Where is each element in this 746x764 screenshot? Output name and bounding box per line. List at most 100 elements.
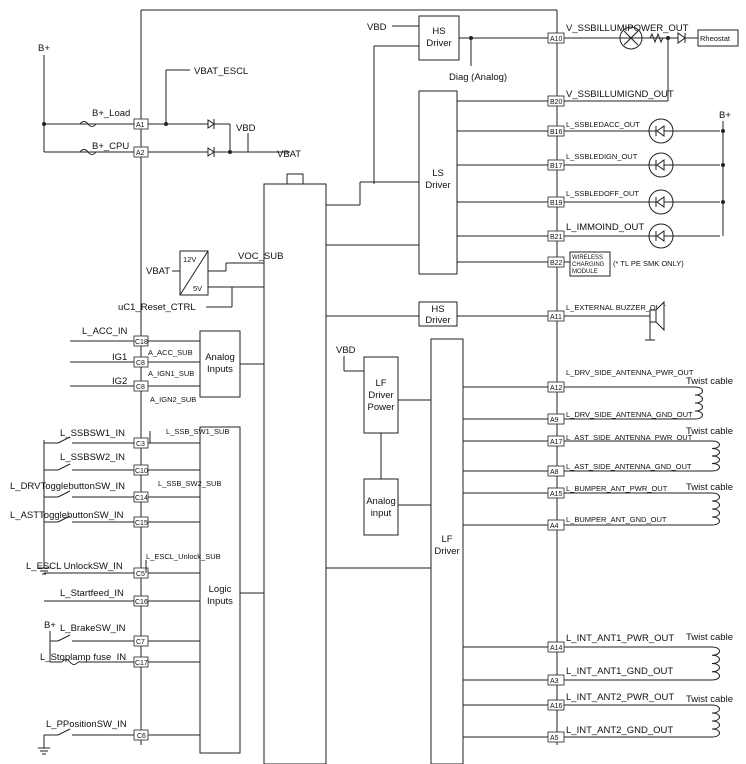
svg-text:L_DRVTogglebuttonSW_IN: L_DRVTogglebuttonSW_IN xyxy=(10,481,125,492)
svg-text:L_EXTERNAL BUZZER_OUT: L_EXTERNAL BUZZER_OUT xyxy=(566,303,666,312)
analog-inputs-block xyxy=(199,330,241,398)
analog-inputs-line1: Analog xyxy=(205,352,235,363)
row-stoplamp: L_Stoplamp fuse_IN C17 xyxy=(40,652,200,668)
buzzer-icon xyxy=(645,300,665,341)
lf-driver-power-block xyxy=(363,356,399,434)
row-ssbsw2: L_SSBSW2_IN C10 L_SSB_SW2_SUB xyxy=(44,452,221,488)
rheostat-box xyxy=(697,29,739,47)
row-startfeed: L_Startfeed_IN C16 xyxy=(44,588,200,607)
ign1-sub-label: A_IGN1_SUB xyxy=(148,369,194,378)
svg-text:L_INT_ANT1_PWR_OUT: L_INT_ANT1_PWR_OUT xyxy=(566,633,674,644)
vbat-bus-label: VBAT xyxy=(277,149,301,160)
illumination-section: Rheostat xyxy=(619,26,739,101)
internal-bus xyxy=(263,183,327,764)
vbat-reg-label: VBAT xyxy=(146,266,170,277)
svg-text:A8: A8 xyxy=(550,469,559,476)
svg-text:A15: A15 xyxy=(550,491,563,498)
lf-section: VBD LF Driver Power Analog input LF Driv… xyxy=(326,338,464,764)
svg-text:C7: C7 xyxy=(136,639,145,646)
svg-text:A12: A12 xyxy=(550,385,563,392)
logic-inputs-section: Logic Inputs xyxy=(38,426,264,754)
hs-driver-top-block xyxy=(418,15,460,61)
svg-text:L_PPositionSW_IN: L_PPositionSW_IN xyxy=(46,719,127,730)
svg-text:C17: C17 xyxy=(135,660,148,667)
svg-text:Twist cable: Twist cable xyxy=(686,694,733,705)
uc1-reset-label: uC1_Reset_CTRL xyxy=(118,302,196,313)
bus-fuse xyxy=(286,173,304,185)
svg-text:L_SSBLEDOFF_OUT: L_SSBLEDOFF_OUT xyxy=(566,189,639,198)
svg-text:L_ESCL UnlockSW_IN: L_ESCL UnlockSW_IN xyxy=(26,561,123,572)
svg-text:B19: B19 xyxy=(550,200,563,207)
svg-text:A9: A9 xyxy=(550,417,559,424)
svg-text:L_INT_ANT2_GND_OUT: L_INT_ANT2_GND_OUT xyxy=(566,725,673,736)
indicator-leds: B+ xyxy=(648,110,731,249)
svg-text:B22: B22 xyxy=(550,260,563,267)
svg-text:L_INT_ANT2_PWR_OUT: L_INT_ANT2_PWR_OUT xyxy=(566,692,674,703)
logic-inputs-line2: Inputs xyxy=(207,596,233,607)
b-plus-left-label: B+ xyxy=(38,43,50,54)
svg-text:A3: A3 xyxy=(550,678,559,685)
svg-text:Analog: Analog xyxy=(366,496,396,507)
ig1-label: IG1 xyxy=(112,352,127,363)
svg-text:V_SSBILLUMIPOWER_OUT: V_SSBILLUMIPOWER_OUT xyxy=(566,23,689,34)
logic-inputs-line1: Logic xyxy=(209,584,232,595)
row-pposition: L_PPositionSW_IN C6 xyxy=(38,719,200,755)
svg-text:A16: A16 xyxy=(550,703,563,710)
svg-text:Twist cable: Twist cable xyxy=(686,482,733,493)
pin-A1-label: A1 xyxy=(136,122,145,129)
ls-driver-section: LS Driver xyxy=(326,90,548,275)
svg-text:WIRELESS: WIRELESS xyxy=(572,255,603,261)
regulator-section: 12V 5V VBAT VOC_SUB uC1_Reset_CTRL xyxy=(118,250,283,313)
power-section: B+ B+_Load B+_CPU VBAT_ESCL VBD VBAT xyxy=(38,43,301,160)
svg-text:(* TL PE SMK ONLY): (* TL PE SMK ONLY) xyxy=(613,259,684,268)
svg-text:Driver: Driver xyxy=(426,38,451,49)
logic-inputs-block xyxy=(199,426,241,754)
acc-sub-label: A_ACC_SUB xyxy=(148,348,193,357)
svg-text:L_ESCL_Unlock_SUB: L_ESCL_Unlock_SUB xyxy=(146,552,221,561)
vbat-escl-label: VBAT_ESCL xyxy=(194,66,248,77)
svg-text:LS: LS xyxy=(432,168,444,179)
lf-driver-block xyxy=(430,338,464,764)
svg-text:HS: HS xyxy=(432,26,445,37)
svg-text:B+: B+ xyxy=(719,110,731,121)
svg-text:C15: C15 xyxy=(135,520,148,527)
svg-text:C18: C18 xyxy=(135,339,148,346)
pin-A2 xyxy=(133,146,149,158)
svg-text:C5: C5 xyxy=(136,571,145,578)
pin-A1 xyxy=(133,118,149,130)
svg-text:L_SSB_SW2_SUB: L_SSB_SW2_SUB xyxy=(158,479,221,488)
b-plus-load-label: B+_Load xyxy=(92,108,130,119)
svg-text:L_BUMPER_ANT_GND_OUT: L_BUMPER_ANT_GND_OUT xyxy=(566,515,667,524)
acc-in-label: L_ACC_IN xyxy=(82,326,128,337)
svg-text:B21: B21 xyxy=(550,234,563,241)
svg-text:HS: HS xyxy=(431,304,444,315)
svg-text:Diag (Analog): Diag (Analog) xyxy=(449,72,507,83)
svg-text:B20: B20 xyxy=(550,99,563,106)
svg-text:MODULE: MODULE xyxy=(572,269,598,275)
svg-text:B17: B17 xyxy=(550,163,563,170)
svg-text:L_Stoplamp fuse_IN: L_Stoplamp fuse_IN xyxy=(40,652,126,663)
svg-text:C16: C16 xyxy=(135,599,148,606)
voc-sub-label: VOC_SUB xyxy=(238,251,283,262)
svg-text:L_SSBSW1_IN: L_SSBSW1_IN xyxy=(60,428,125,439)
svg-text:Driver: Driver xyxy=(425,315,450,326)
row-brakesw: B+ L_BrakeSW_IN C7 xyxy=(44,620,200,662)
svg-text:CHARGING: CHARGING xyxy=(572,262,605,268)
analog-inputs-section: Analog Inputs L_ACC_IN C18 A_ACC_SUB IG1… xyxy=(70,326,264,404)
svg-text:Twist cable: Twist cable xyxy=(686,426,733,437)
svg-text:L_AST_SIDE_ANTENNA_PWR_OUT: L_AST_SIDE_ANTENNA_PWR_OUT xyxy=(566,433,693,442)
svg-text:LF: LF xyxy=(441,534,452,545)
svg-text:L_DRV_SIDE_ANTENNA_GND_OUT: L_DRV_SIDE_ANTENNA_GND_OUT xyxy=(566,410,693,419)
hs-driver-mid-block xyxy=(418,301,458,327)
svg-text:C8: C8 xyxy=(136,360,145,367)
svg-text:Driver: Driver xyxy=(368,390,393,401)
row-asttoggle: L_ASTTogglebuttonSW_IN C15 xyxy=(10,510,200,528)
svg-text:Rheostat: Rheostat xyxy=(700,34,731,43)
regulator-12v: 12V xyxy=(183,255,196,264)
svg-text:L_Startfeed_IN: L_Startfeed_IN xyxy=(60,588,124,599)
row-drvtoggle: L_DRVTogglebuttonSW_IN C14 xyxy=(10,481,200,503)
svg-text:B+: B+ xyxy=(44,620,56,631)
svg-text:L_BrakeSW_IN: L_BrakeSW_IN xyxy=(60,623,126,634)
svg-text:C6: C6 xyxy=(137,733,146,740)
